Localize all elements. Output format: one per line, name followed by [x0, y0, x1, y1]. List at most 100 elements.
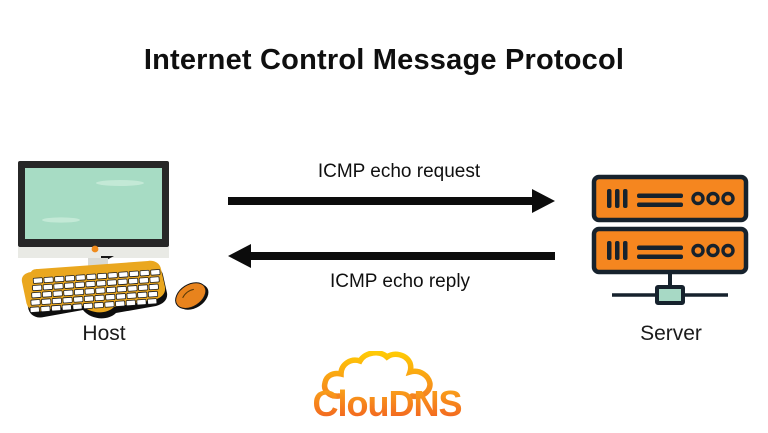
keyboard-key — [147, 298, 158, 305]
keyboard-key — [31, 291, 42, 299]
keyboard-key — [128, 277, 139, 285]
vent-bar — [615, 189, 620, 208]
led-light — [706, 191, 720, 206]
vent-bar — [607, 189, 612, 208]
keyboard-key — [93, 301, 104, 309]
keyboard-key — [136, 298, 147, 306]
server-rack-icon — [591, 174, 749, 305]
keyboard-key — [139, 269, 150, 277]
keyboard-key — [106, 279, 117, 286]
vent-bar — [623, 189, 628, 208]
keyboard-key — [116, 285, 127, 293]
keyboard-key — [96, 272, 108, 280]
clouddns-logo: ClouDNS — [313, 351, 463, 424]
network-connector — [612, 272, 728, 305]
server-unit-body — [591, 174, 749, 223]
keyboard-key — [64, 275, 76, 282]
keyboard-key — [149, 276, 160, 283]
server-unit-bottom — [591, 226, 749, 275]
host-label: Host — [82, 322, 126, 345]
keyboard-key — [83, 295, 95, 302]
keyboard-key — [105, 293, 116, 301]
keyboard-key — [127, 285, 138, 292]
vent-bar — [607, 241, 612, 260]
keyboard-key — [86, 273, 97, 281]
vent-bar — [623, 241, 628, 260]
keyboard-key — [137, 291, 148, 299]
keyboard-key — [126, 292, 137, 299]
keyboard-key — [32, 284, 43, 292]
reply-arrow-left-icon — [251, 252, 555, 260]
keyboard-key — [148, 283, 159, 291]
reply-flow-label: ICMP echo reply — [329, 271, 471, 292]
drive-slot-line — [637, 193, 683, 198]
keyboard-key — [137, 284, 149, 291]
keyboard-key — [104, 301, 115, 308]
keyboard-key — [105, 286, 117, 294]
keyboard-key — [52, 290, 63, 297]
keyboard-key — [41, 298, 52, 305]
keyboard-key — [62, 296, 73, 304]
keyboard-key — [63, 289, 74, 297]
request-arrow-right-icon — [228, 197, 532, 205]
monitor-camera-dot — [91, 245, 99, 253]
monitor-screen — [25, 168, 162, 239]
connector-box — [655, 285, 685, 305]
led-light — [721, 191, 735, 206]
drive-slot-line — [637, 245, 683, 250]
keyboard-key — [150, 269, 161, 276]
keyboard-key — [42, 283, 53, 291]
keyboard-key — [125, 299, 136, 307]
keyboard-key — [43, 276, 54, 284]
logo-text: ClouDNS — [313, 383, 462, 424]
keyboard-key — [32, 277, 44, 284]
drive-slot-line — [637, 202, 683, 207]
monitor — [18, 161, 169, 274]
keyboard-key — [95, 287, 106, 294]
keyboard-key — [118, 271, 129, 278]
vent-bar — [615, 241, 620, 260]
keyboard-key — [53, 283, 64, 290]
screen-glare — [42, 217, 80, 223]
keyboard-key — [54, 275, 65, 283]
keyboard-key — [128, 270, 140, 278]
keyboard-key — [84, 288, 95, 295]
keyboard — [21, 260, 168, 319]
server-unit-top — [591, 174, 749, 223]
keyboard-key — [72, 303, 83, 310]
keyboard-key — [30, 299, 41, 306]
monitor-chin — [18, 247, 169, 258]
keyboard-key — [41, 291, 53, 298]
screen-glare — [96, 180, 144, 186]
cloud-icon — [321, 351, 433, 400]
page-title: Internet Control Message Protocol — [143, 44, 625, 76]
keyboard-key — [51, 297, 63, 305]
keyboard-key — [75, 274, 86, 281]
led-light — [721, 243, 735, 258]
keyboard-key — [73, 288, 85, 296]
keyboard-key — [40, 305, 51, 313]
keyboard-key — [115, 300, 126, 307]
keyboard-key — [64, 282, 75, 289]
keyboard-keys — [29, 269, 161, 313]
keyboard-key — [74, 281, 85, 289]
mouse-icon — [175, 282, 209, 310]
keyboard-key — [29, 306, 40, 313]
keyboard-key — [117, 278, 128, 286]
monitor-stand-neck — [88, 258, 108, 268]
led-light — [706, 243, 720, 258]
keyboard-key — [85, 280, 96, 288]
led-light — [691, 243, 705, 258]
keyboard-key — [107, 272, 118, 279]
mouse-detail — [182, 288, 194, 299]
server-label: Server — [640, 322, 702, 345]
desktop-computer-icon — [18, 161, 209, 319]
keyboard-key — [73, 296, 84, 303]
keyboard-key — [61, 304, 72, 311]
keyboard-key — [83, 302, 94, 310]
mouse-body — [175, 282, 207, 309]
keyboard-key — [96, 280, 107, 287]
keyboard-key — [94, 294, 105, 302]
request-flow-label: ICMP echo request — [317, 161, 481, 182]
